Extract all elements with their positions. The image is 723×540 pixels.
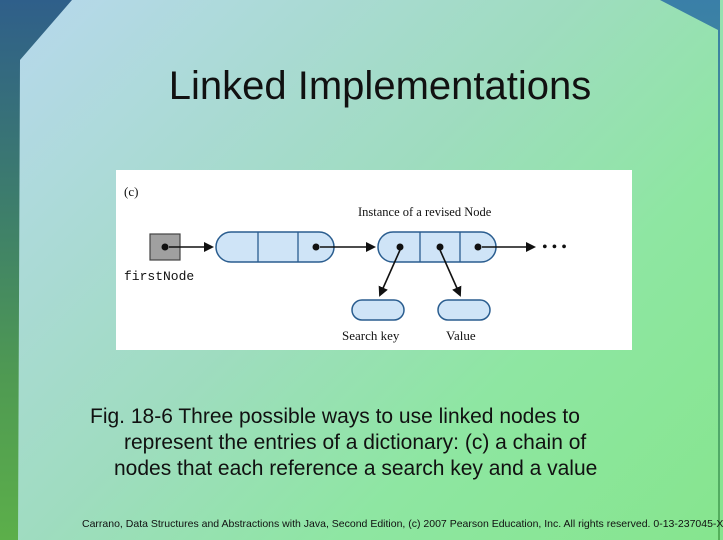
first-node-label: firstNode — [124, 269, 194, 284]
first-node-dot — [161, 243, 169, 251]
figure-caption: Fig. 18-6 Three possible ways to use lin… — [86, 404, 686, 482]
caption-line-2: represent the entries of a dictionary: (… — [124, 431, 587, 454]
chain-ellipsis: • • • — [542, 239, 567, 256]
caption-line-1: Fig. 18-6 Three possible ways to use lin… — [90, 405, 580, 428]
slide-title: Linked Implementations — [168, 64, 592, 108]
search-key-object — [351, 299, 405, 321]
caption-line-3: nodes that each reference a search key a… — [114, 457, 598, 480]
copyright-footer: Carrano, Data Structures and Abstraction… — [82, 518, 723, 530]
search-key-arrow — [378, 249, 401, 297]
node-2-key-dot — [396, 243, 404, 251]
node-2-next-dot — [474, 243, 482, 251]
part-label: (c) — [124, 184, 138, 199]
node-caption-code: Node — [464, 205, 492, 219]
search-key-label: Search key — [342, 328, 400, 343]
value-arrow — [439, 249, 462, 297]
node-2-value-dot — [436, 243, 444, 251]
node-caption: Instance of a revised Node — [358, 205, 492, 219]
node-1-next-dot — [312, 243, 320, 251]
linked-chain-diagram: (c) Instance of a revised Node firstNode… — [124, 184, 567, 343]
figure-panel: (c) Instance of a revised Node firstNode… — [116, 170, 632, 350]
value-object — [437, 299, 491, 321]
slide-frame-left — [0, 0, 72, 540]
node-caption-prefix: Instance of a revised — [358, 205, 464, 219]
value-label: Value — [446, 328, 476, 343]
